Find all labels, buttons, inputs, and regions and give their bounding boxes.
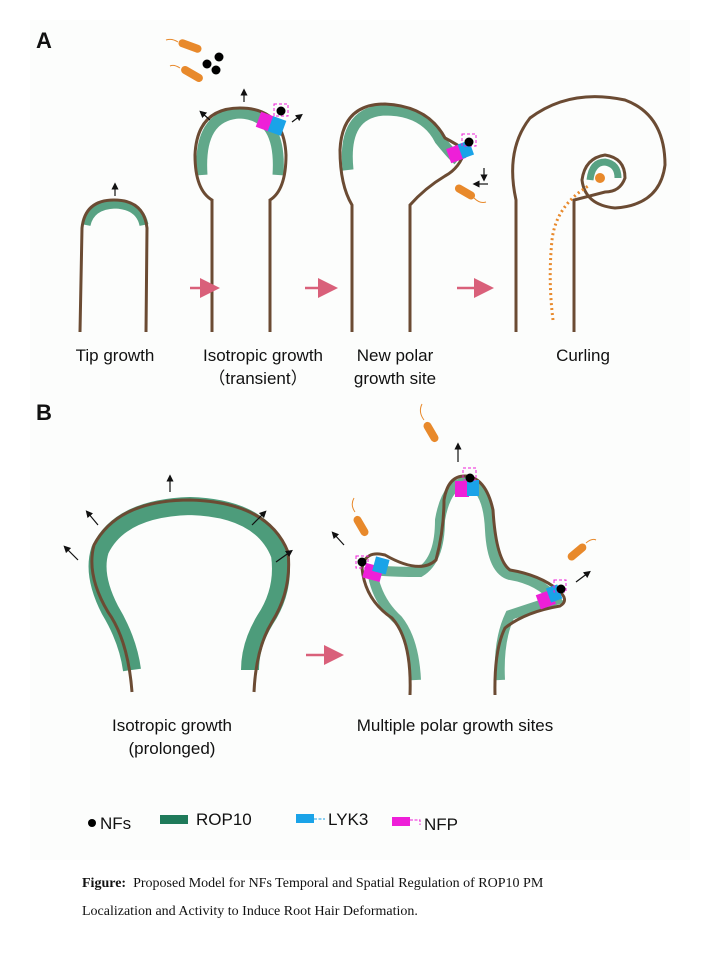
stage-sublabel: (prolonged) xyxy=(129,739,216,758)
legend-label: ROP10 xyxy=(196,810,252,829)
receptor-complex-top xyxy=(455,467,479,497)
panel-b-label: B xyxy=(36,400,52,425)
stage-label: Multiple polar growth sites xyxy=(357,716,554,735)
stage-sublabel: growth site xyxy=(354,369,436,388)
stage-label: Tip growth xyxy=(76,346,155,365)
stage-label: Isotropic growth xyxy=(112,716,232,735)
figure-caption-line2: Localization and Activity to Induce Root… xyxy=(82,904,418,919)
multiple-polar-growth-hair xyxy=(331,403,597,696)
nfs-legend-icon xyxy=(88,819,96,827)
receptor-complex-right xyxy=(535,579,567,610)
caption-text: Proposed Model for NFs Temporal and Spat… xyxy=(133,876,544,891)
isotropic-prolonged-hair xyxy=(63,474,293,693)
nfp-legend-icon xyxy=(392,817,421,826)
legend-label: LYK3 xyxy=(328,810,368,829)
rop10-legend-icon xyxy=(160,815,188,824)
legend: NFs ROP10 LYK3 NFP xyxy=(88,810,458,834)
legend-label: NFP xyxy=(424,815,458,834)
caption-prefix: Figure: xyxy=(82,876,127,891)
figure-caption: Figure: Proposed Model for NFs Temporal … xyxy=(82,876,543,892)
stage-label: New polar xyxy=(357,346,434,365)
stage-label: Isotropic growth xyxy=(203,346,323,365)
legend-label: NFs xyxy=(100,814,131,833)
tip-growth-hair xyxy=(78,182,149,333)
nf-receptor-complex xyxy=(255,103,289,136)
receptor-complex-left xyxy=(355,555,390,583)
panel-a-label: A xyxy=(36,28,52,53)
stage-label: Curling xyxy=(556,346,610,365)
stage-sublabel: （transient） xyxy=(208,369,307,388)
lyk3-legend-icon xyxy=(296,814,325,823)
isotropic-growth-hair xyxy=(165,38,303,332)
curling-hair xyxy=(511,95,667,332)
bacteria-and-nfs xyxy=(165,38,224,82)
new-polar-growth-hair xyxy=(338,102,488,332)
